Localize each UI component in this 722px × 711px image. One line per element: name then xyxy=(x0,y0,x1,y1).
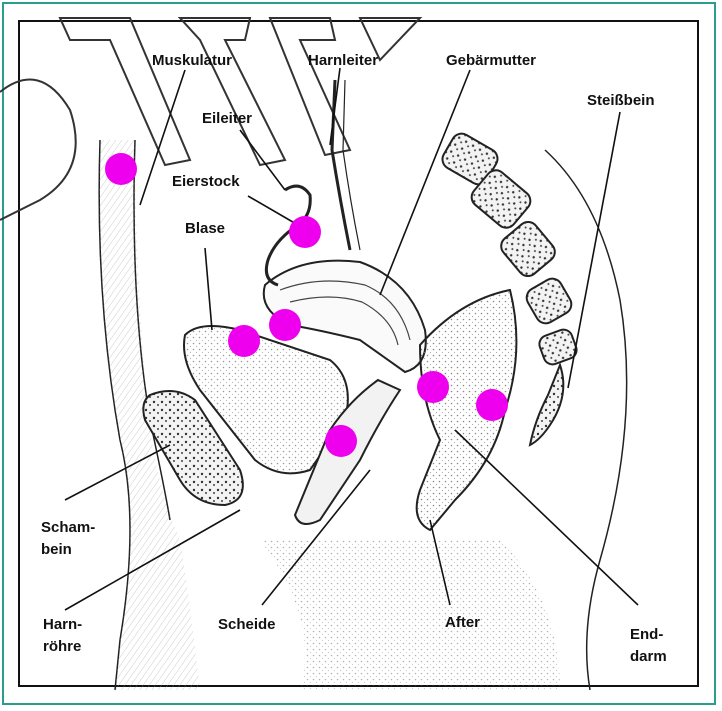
label-harnroehre-1: Harn- xyxy=(43,614,82,636)
label-enddarm-1: End- xyxy=(630,624,663,646)
marker-muscle xyxy=(105,153,137,185)
label-scheide: Scheide xyxy=(218,614,276,636)
label-muskulatur: Muskulatur xyxy=(152,50,232,72)
marker-uterus-back xyxy=(417,371,449,403)
label-harnleiter: Harnleiter xyxy=(308,50,378,72)
label-eileiter: Eileiter xyxy=(202,108,252,130)
label-harnroehre-2: röhre xyxy=(43,636,81,658)
marker-bladder xyxy=(228,325,260,357)
label-eierstock: Eierstock xyxy=(172,171,240,193)
marker-vagina xyxy=(325,425,357,457)
label-schambein-2: bein xyxy=(41,539,72,561)
perineum-texture xyxy=(260,540,560,690)
label-steissbein: Steißbein xyxy=(587,90,655,112)
marker-ovary xyxy=(289,216,321,248)
label-after: After xyxy=(445,612,480,634)
label-blase: Blase xyxy=(185,218,225,240)
label-schambein-1: Scham- xyxy=(41,517,95,539)
marker-uterus-front xyxy=(269,309,301,341)
label-enddarm-2: darm xyxy=(630,646,667,668)
label-gebaermutter: Gebärmutter xyxy=(446,50,536,72)
marker-rectum xyxy=(476,389,508,421)
